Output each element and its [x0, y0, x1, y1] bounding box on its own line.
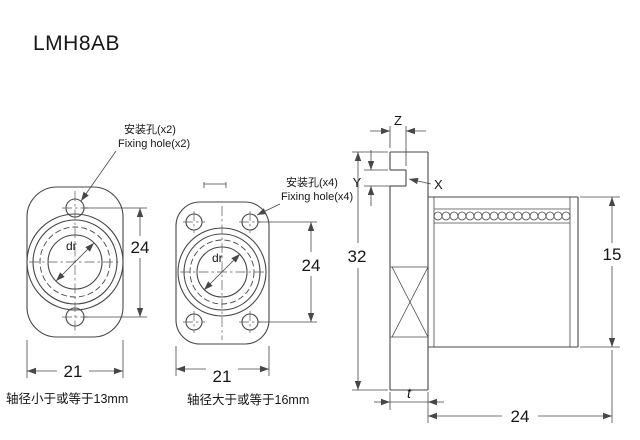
dim-hole-spacing: 24 [258, 221, 321, 323]
bearing-ball [473, 211, 483, 221]
dim-value: 15 [603, 245, 622, 264]
dim-groove-offset: Y [353, 150, 404, 206]
bearing-ball [553, 211, 563, 221]
flange-outline [175, 201, 270, 345]
dim-value: X [434, 177, 443, 192]
dim-flange-height: 32 [348, 151, 388, 391]
dim-value: 32 [348, 247, 367, 266]
bearing-ball [513, 211, 523, 221]
dim-outer-diameter: 15 [580, 196, 622, 348]
dim-overall-length: 24 [428, 350, 613, 426]
flange-section-outline [389, 151, 429, 391]
note-en: Fixing hole(x2) [118, 138, 190, 150]
bearing-ball [497, 211, 507, 221]
dim-groove-detail: X [408, 177, 443, 192]
ball-bearings-row [433, 211, 571, 221]
dim-value: 21 [213, 367, 232, 386]
dim-groove-width: Z [370, 113, 426, 166]
bore-diameter-arrows [55, 242, 95, 282]
bearing-ball [521, 211, 531, 221]
dim-flange-thickness: t [374, 385, 444, 423]
section-view: Z Y X 32 15 [348, 113, 622, 426]
front-view-4hole: dr 24 21 安装孔(x4) Fixing hole(x4) 轴径大于或等于… [175, 175, 353, 407]
dim-value: 24 [131, 238, 150, 257]
dim-value: Y [353, 175, 362, 190]
bore-diameter-label: dr [66, 239, 77, 253]
bearing-ball [505, 211, 515, 221]
dim-value: 24 [302, 256, 321, 275]
dim-value: 21 [64, 362, 83, 381]
dim-value: 24 [511, 407, 530, 426]
note-leader [256, 203, 281, 216]
bearing-ball [529, 211, 539, 221]
top-edge-mark [203, 182, 227, 188]
dim-value: Z [394, 113, 402, 128]
bearing-ball [465, 211, 475, 221]
bore-diameter-arrows [203, 253, 241, 291]
bearing-ball [481, 211, 491, 221]
dim-hole-spacing: 24 [84, 207, 150, 318]
dim-flange-width: 21 [175, 346, 270, 386]
bore-diameter-label: dr [212, 251, 223, 265]
fixing-hole-section-cross [390, 266, 429, 338]
bearing-ball [561, 211, 571, 221]
bearing-ball [441, 211, 451, 221]
bearing-ball [537, 211, 547, 221]
note-cn: 安装孔(x2) [124, 122, 176, 136]
hole-center-marks [183, 211, 261, 333]
shaft-size-caption: 轴径大于或等于16mm [187, 392, 309, 407]
mounting-hole-note: 安装孔(x2) Fixing hole(x2) [80, 122, 190, 202]
bearing-ball [489, 211, 499, 221]
note-en: Fixing hole(x4) [281, 191, 353, 203]
front-view-2hole: dr 24 21 安装孔(x2) Fixing hole(x2) 轴径小于或等于… [6, 122, 190, 406]
bearing-ball [433, 211, 443, 221]
bearing-ball [449, 211, 459, 221]
bearing-ball [457, 211, 467, 221]
note-leader [80, 150, 117, 202]
dim-flange-width: 21 [26, 340, 124, 381]
note-cn: 安装孔(x4) [286, 175, 338, 189]
ball-raceway [433, 208, 571, 224]
dim-value: t [407, 385, 412, 401]
mounting-hole-note: 安装孔(x4) Fixing hole(x4) [256, 175, 353, 216]
cylinder-body-outline [428, 196, 579, 348]
shaft-size-caption: 轴径小于或等于13mm [6, 391, 128, 406]
bearing-ball [545, 211, 555, 221]
part-number-title: LMH8AB [33, 32, 120, 55]
